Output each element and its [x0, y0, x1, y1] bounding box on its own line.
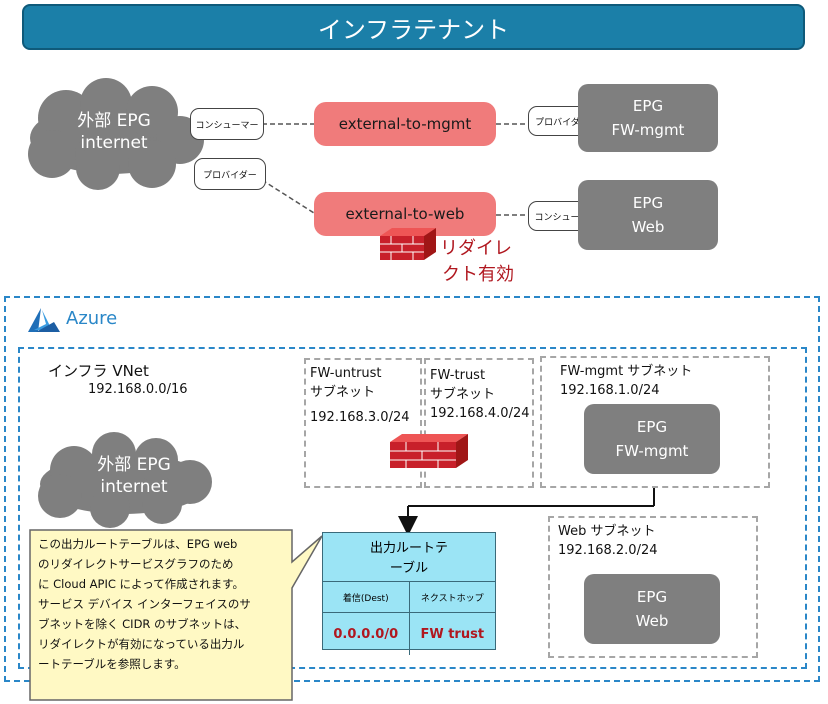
provider-label-cloud-text: プロバイダー — [203, 170, 257, 181]
consumer-label-web-text: コンシューマー — [534, 212, 598, 223]
route-table-col-nexthop: ネクストホップ — [420, 593, 484, 604]
consumer-label-cloud-text: コンシューマー — [195, 120, 259, 131]
firewall-azure-icon — [390, 434, 468, 468]
subnet-fw-untrust-label: サブネット — [310, 385, 376, 400]
callout-line: ートテーブルを参照します。 — [38, 657, 186, 671]
subnet-fw-trust-cidr: 192.168.4.0/24 — [430, 406, 530, 421]
callout-line: リダイレクトが有効になっている出力ル — [38, 637, 245, 651]
route-dest-value: 0.0.0.0/0 — [323, 613, 410, 655]
subnet-fw-mgmt-name: FW-mgmt サブネット — [560, 364, 693, 379]
subnet-fw-untrust-name: FW-untrust — [310, 366, 382, 381]
output-route-table: 出力ルートテ ーブル 着信(Dest) ネクストホップ 0.0.0.0/0 FW… — [322, 532, 496, 655]
subnet-fw-untrust-text: FW-untrust サブネット 192.168.3.0/24 — [310, 364, 410, 427]
subnet-web-cidr: 192.168.2.0/24 — [558, 543, 658, 558]
route-nexthop-value: FW trust — [420, 626, 485, 642]
callout-line: に Cloud APIC によって作成されます。 — [38, 577, 244, 591]
subnet-fw-untrust-cidr: 192.168.3.0/24 — [310, 410, 410, 425]
epg-web-azure-line1: EPG — [636, 588, 668, 606]
vnet-cidr: 192.168.0.0/16 — [88, 382, 188, 397]
subnet-fw-mgmt-text: FW-mgmt サブネット 192.168.1.0/24 — [560, 362, 692, 400]
route-table-col-dest: 着信(Dest) — [323, 582, 410, 612]
external-epg-top-line1: 外部 EPG — [77, 111, 151, 131]
epg-fw-mgmt-azure-line2: FW-mgmt — [615, 442, 689, 460]
subnet-fw-mgmt-cidr: 192.168.1.0/24 — [560, 383, 660, 398]
external-epg-azure-text: 外部 EPG internet — [66, 454, 202, 498]
contract-external-to-web-label: external-to-web — [345, 205, 465, 223]
redirect-enabled-text: リダイレ クト有効 — [440, 236, 514, 288]
route-table-title: 出力ルートテ ーブル — [323, 533, 495, 581]
azure-region — [4, 296, 820, 682]
azure-logo-icon — [28, 308, 60, 332]
epg-web-top-line2: Web — [631, 218, 665, 236]
epg-web-azure-line2: Web — [635, 612, 669, 630]
route-table-title-line1: 出力ルートテ — [369, 541, 448, 556]
callout-line: この出力ルートテーブルは、EPG web — [38, 537, 238, 551]
callout-line: のリダイレクトサービスグラフのため — [38, 557, 234, 571]
external-epg-cloud-top — [28, 78, 204, 190]
tenant-title: インフラテナント — [317, 15, 510, 44]
contract-external-to-mgmt-label: external-to-mgmt — [338, 115, 472, 133]
external-epg-top-line2: internet — [80, 133, 148, 153]
provider-label-cloud: プロバイダー — [194, 158, 266, 190]
epg-fw-mgmt-azure-line1: EPG — [636, 418, 668, 436]
subnet-fw-trust-text: FW-trust サブネット 192.168.4.0/24 — [430, 366, 530, 423]
epg-fw-mgmt-top-line2: FW-mgmt — [611, 121, 685, 139]
epg-fw-mgmt-azure[interactable]: EPG FW-mgmt — [584, 404, 720, 474]
route-table-row: 0.0.0.0/0 FW trust — [323, 612, 495, 655]
callout-bubble — [29, 529, 323, 701]
external-epg-azure-line2: internet — [100, 477, 168, 497]
redirect-text-line1: リダイレ — [440, 238, 512, 259]
callout-line: サービス デバイス インターフェイスのサ — [38, 597, 251, 611]
subnet-fw-trust-label: サブネット — [430, 387, 496, 402]
external-epg-cloud-azure — [38, 432, 212, 528]
external-epg-top-text: 外部 EPG internet — [46, 110, 182, 154]
consumer-label-cloud: コンシューマー — [190, 108, 264, 140]
firewall-icon — [380, 228, 436, 260]
vnet-name: インフラ VNet — [48, 362, 149, 380]
infra-vnet — [18, 347, 807, 669]
route-table-header: 着信(Dest) ネクストホップ — [323, 581, 495, 612]
epg-web-top[interactable]: EPG Web — [578, 180, 718, 250]
subnet-fw-trust-name: FW-trust — [430, 368, 486, 383]
contract-external-to-mgmt[interactable]: external-to-mgmt — [314, 102, 496, 146]
azure-label: Azure — [66, 308, 118, 329]
epg-fw-mgmt-top-line1: EPG — [632, 97, 664, 115]
tenant-title-bar: インフラテナント — [22, 4, 805, 50]
epg-fw-mgmt-top[interactable]: EPG FW-mgmt — [578, 84, 718, 152]
epg-web-top-line1: EPG — [632, 194, 664, 212]
epg-web-azure[interactable]: EPG Web — [584, 574, 720, 644]
subnet-web-text: Web サブネット 192.168.2.0/24 — [558, 522, 658, 560]
route-table-title-line2: ーブル — [389, 561, 429, 576]
external-epg-azure-line1: 外部 EPG — [97, 455, 171, 475]
redirect-text-line2: クト有効 — [442, 264, 514, 285]
provider-label-mgmt-text: プロバイダー — [535, 117, 589, 128]
callout-text: この出力ルートテーブルは、EPG web のリダイレクトサービスグラフのため に… — [38, 534, 294, 674]
callout-line: ブネットを除く CIDR のサブネットは、 — [38, 617, 247, 631]
subnet-web-name: Web サブネット — [558, 524, 656, 539]
